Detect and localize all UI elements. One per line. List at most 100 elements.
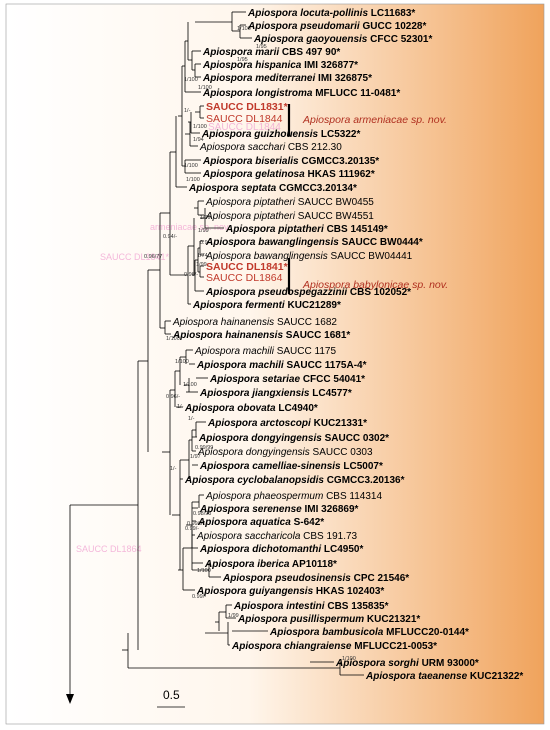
taxon-code: SAUCC 1681*	[283, 330, 350, 341]
taxon-label: SAUCC DL1841*	[206, 261, 289, 273]
support-value: 0.94/-	[163, 234, 177, 240]
taxon-label: Apiospora pusillispermum KUC21321*	[237, 614, 420, 625]
taxon-genus: Apiospora dichotomanthi	[199, 544, 321, 555]
taxon-label: Apiospora pseudosinensis CPC 21546*	[222, 573, 409, 584]
taxon-genus: Apiospora bambusicola	[269, 627, 384, 638]
support-value: 1/99	[196, 262, 207, 268]
taxon-code: CBS 102052*	[347, 287, 411, 298]
taxon-code: HKAS 102403*	[313, 586, 384, 597]
support-value: 1/100	[184, 77, 198, 83]
taxon-label: Apiospora gaoyouensis CFCC 52301*	[253, 34, 432, 45]
taxon-code: CBS 135835*	[325, 601, 389, 612]
taxon-label: Apiospora sorghi URM 93000*	[335, 658, 479, 669]
support-value: 0.96/77	[144, 254, 162, 260]
taxon-code: SAUCC BW4551	[295, 211, 374, 222]
taxon-label: SAUCC DL1831*	[206, 101, 289, 113]
taxon-label: Apiospora aquatica S-642*	[197, 517, 324, 528]
taxon-code: LC11683*	[368, 8, 415, 19]
taxon-label: Apiospora sacchari CBS 212.30	[199, 142, 342, 153]
taxon-code: CBS 145149*	[324, 224, 388, 235]
taxon-label: Apiospora dongyingensis SAUCC 0302*	[198, 433, 389, 444]
support-value: 1/94	[193, 137, 204, 143]
taxon-code: SAUCC 1682	[274, 317, 337, 328]
taxon-label: Apiospora piptatheri SAUCC BW0455	[205, 197, 374, 208]
taxon-genus: Apiospora guiyangensis	[196, 586, 314, 597]
taxon-genus: Apiospora bawanglingensis	[205, 251, 328, 262]
taxon-code: CFCC 52301*	[367, 34, 432, 45]
taxon-label: Apiospora machili SAUCC 1175A-4*	[196, 360, 367, 371]
taxon-code: SAUCC 0302*	[322, 433, 389, 444]
new-species-label: Apiospora babylonicae sp. nov.	[302, 279, 448, 291]
taxon-label: Apiospora hainanensis SAUCC 1681*	[172, 330, 350, 341]
support-value: 0.99/-	[185, 526, 199, 532]
taxon-genus: Apiospora machili	[196, 360, 284, 371]
support-value: 1/100	[342, 656, 356, 662]
taxon-code: IMI 326877*	[301, 60, 358, 71]
taxon-code: LC5007*	[341, 461, 383, 472]
taxon-code: CGMCC3.20136*	[324, 475, 405, 486]
ghost-label: armeniacae sp. nov.	[150, 222, 230, 232]
taxon-label: Apiospora intestini CBS 135835*	[233, 601, 389, 612]
taxon-genus: Apiospora biserialis	[202, 156, 299, 167]
taxon-label: SAUCC DL1864	[206, 272, 283, 284]
taxon-genus: Apiospora longistroma	[202, 88, 313, 99]
taxon-genus: Apiospora piptatheri	[205, 197, 296, 208]
taxon-label: Apiospora chiangraiense MFLUCC21-0053*	[231, 641, 437, 652]
taxon-code: SAUCC 1175A-4*	[284, 360, 367, 371]
taxon-genus: Apiospora bawanglingensis	[205, 237, 339, 248]
taxon-genus: Apiospora iberica	[204, 559, 290, 570]
taxon-genus: Apiospora locuta-pollinis	[247, 8, 368, 19]
support-value: 1/100	[186, 177, 200, 183]
taxon-label: Apiospora phaeospermum CBS 114314	[205, 491, 382, 502]
taxon-label: Apiospora jiangxiensis LC4577*	[199, 388, 352, 399]
taxon-code: CBS 497 90*	[279, 47, 340, 58]
support-value: 0.96/-	[166, 394, 180, 400]
support-value: 0.9/-	[200, 240, 211, 246]
support-value: 1/79	[200, 215, 211, 221]
taxon-genus: Apiospora gelatinosa	[202, 169, 305, 180]
taxon-genus: Apiospora intestini	[233, 601, 325, 612]
taxon-code: CFCC 54041*	[300, 374, 365, 385]
taxon-label: Apiospora piptatheri CBS 145149*	[225, 224, 388, 235]
taxon-genus: Apiospora pseudosinensis	[222, 573, 351, 584]
root-arrow	[66, 694, 74, 704]
support-value: 0.98/98	[193, 511, 211, 517]
scale-bar-label: 0.5	[163, 688, 180, 702]
support-value: 1/100	[166, 336, 180, 342]
taxon-code: SAUCC BW04441	[328, 251, 413, 262]
taxon-label: Apiospora obovata LC4940*	[184, 403, 318, 414]
taxon-code: IMI 326875*	[315, 73, 372, 84]
taxon-genus: Apiospora machili	[194, 346, 275, 357]
taxon-code: MFLUCC 11-0481*	[312, 88, 400, 99]
taxon-label: Apiospora bawanglingensis SAUCC BW0444*	[205, 237, 423, 248]
support-value: 1/-	[170, 466, 177, 472]
support-value: 0.99/99	[195, 445, 213, 451]
taxon-genus: Apiospora sorghi	[335, 658, 419, 669]
taxon-label: Apiospora arctoscopi KUC21331*	[207, 418, 367, 429]
taxon-genus: Apiospora taeanense	[365, 671, 468, 682]
taxon-genus: Apiospora gaoyouensis	[253, 34, 368, 45]
support-value: 1/74	[197, 253, 208, 259]
taxon-label: Apiospora taeanense KUC21322*	[365, 671, 523, 682]
support-value: 1/100	[197, 568, 211, 574]
support-value: 0.99/-	[192, 594, 206, 600]
taxon-code: S-642*	[291, 517, 324, 528]
taxon-label: Apiospora guizhouensis LC5322*	[201, 129, 360, 140]
taxon-genus: Apiospora setariae	[209, 374, 300, 385]
taxon-code: SAUCC BW0444*	[339, 237, 423, 248]
taxon-label: Apiospora fermenti KUC21289*	[192, 300, 341, 311]
taxon-code: CGMCC3.20135*	[299, 156, 380, 167]
taxon-genus: Apiospora camelliae-sinensis	[199, 461, 341, 472]
support-value: 1/97	[190, 454, 201, 460]
support-value: 1/100	[193, 124, 207, 130]
taxon-code: GUCC 10228*	[360, 21, 427, 32]
taxon-label: Apiospora piptatheri SAUCC BW4551	[205, 211, 374, 222]
support-value: 1/100	[183, 382, 197, 388]
taxon-genus: Apiospora piptatheri	[205, 211, 296, 222]
taxon-label: Apiospora septata CGMCC3.20134*	[188, 183, 357, 194]
taxon-label: Apiospora cyclobalanopsidis CGMCC3.20136…	[184, 475, 405, 486]
taxon-genus: Apiospora chiangraiense	[231, 641, 352, 652]
taxon-label: Apiospora longistroma MFLUCC 11-0481*	[202, 88, 400, 99]
